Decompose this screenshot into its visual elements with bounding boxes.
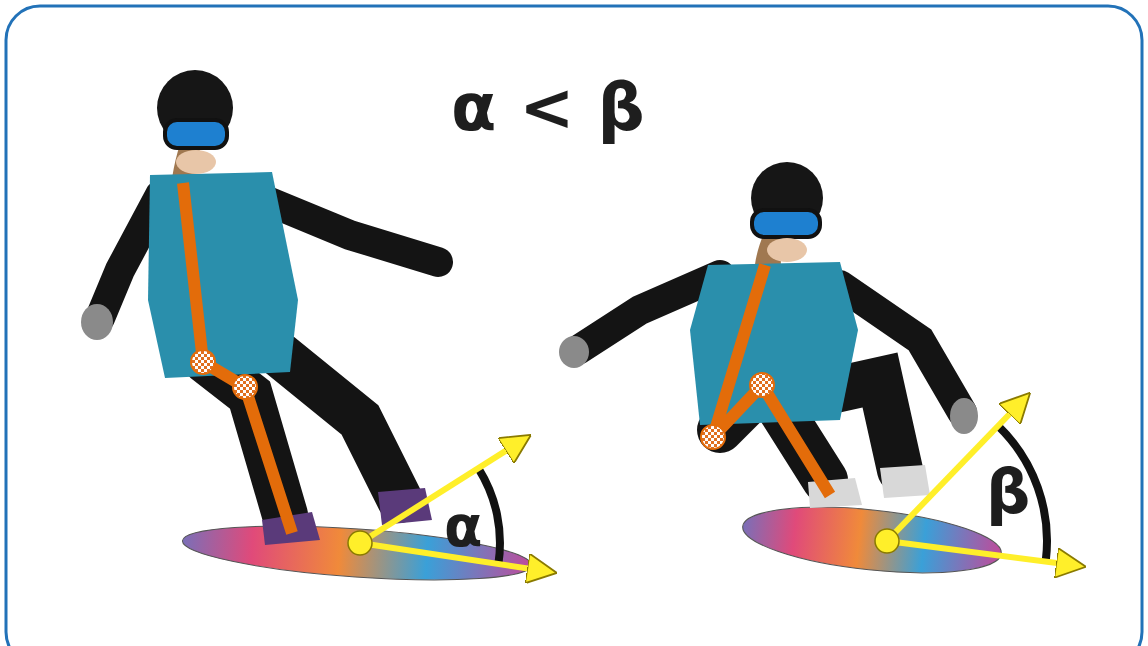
snowboard — [740, 497, 1005, 584]
joint — [191, 350, 215, 374]
face — [176, 150, 216, 174]
jacket — [148, 172, 298, 378]
right-rider — [559, 162, 1080, 583]
boot — [880, 465, 930, 498]
arm — [265, 200, 438, 262]
joint — [233, 375, 257, 399]
glove — [81, 304, 113, 340]
body-line — [713, 265, 830, 495]
angle-label: α — [444, 499, 482, 555]
leg — [280, 355, 400, 500]
face — [767, 238, 807, 262]
angle-arrow — [887, 541, 1080, 566]
goggles — [165, 120, 227, 148]
joint — [701, 425, 725, 449]
angle-vertex — [348, 531, 372, 555]
angle-label: β — [986, 461, 1030, 523]
angle-vertex — [875, 529, 899, 553]
body-line — [183, 183, 292, 533]
comparison-title: α < β — [451, 75, 645, 141]
goggles — [752, 210, 820, 237]
left-rider — [81, 70, 551, 589]
glove — [950, 398, 978, 434]
glove — [559, 336, 589, 368]
joint — [750, 373, 774, 397]
angle-arrow — [360, 438, 526, 543]
boot — [378, 488, 432, 525]
frame — [6, 6, 1142, 646]
